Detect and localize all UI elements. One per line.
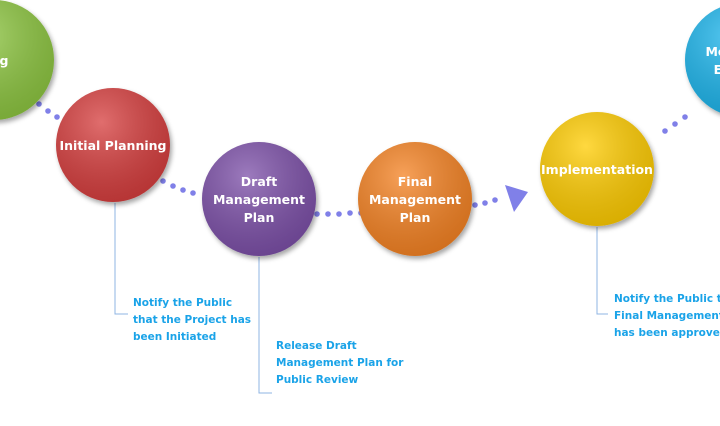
step-label: g xyxy=(0,53,8,68)
step-implementation: Implementation xyxy=(540,112,654,226)
note-line: that the Project has xyxy=(133,314,251,326)
connector-dot xyxy=(170,183,176,189)
step-circle-shine xyxy=(56,88,170,202)
connector-dot xyxy=(672,121,678,127)
connector-dot xyxy=(347,210,353,216)
step-label: Plan xyxy=(400,210,431,225)
note-line: has been approved xyxy=(614,327,720,339)
step-blue: MoEv xyxy=(685,7,720,113)
step-green: g xyxy=(0,0,54,120)
step-circle-shine xyxy=(540,112,654,226)
connector-dot xyxy=(160,178,166,184)
step-label: Implementation xyxy=(541,162,653,177)
step-label: Management xyxy=(213,192,305,207)
step-label: Ev xyxy=(714,62,720,77)
connector-dot xyxy=(36,101,42,107)
step-label: Draft xyxy=(241,174,277,189)
note-line: Public Review xyxy=(276,374,359,386)
connector-dot xyxy=(682,114,688,120)
note-line: Notify the Public xyxy=(133,297,232,309)
arrow-head-icon xyxy=(505,185,528,212)
step-circle-shine xyxy=(358,142,472,256)
step-circle-shine xyxy=(0,0,54,120)
step-label: Initial Planning xyxy=(60,138,167,153)
connector-dot xyxy=(45,108,51,114)
note-line: been Initiated xyxy=(133,331,216,343)
step-label: Management xyxy=(369,192,461,207)
note-line: Notify the Public tha xyxy=(614,293,720,305)
note-line: Final Management P xyxy=(614,310,720,322)
note-line: Release Draft xyxy=(276,340,357,352)
step-circle-shine xyxy=(202,142,316,256)
connector-dot xyxy=(482,200,488,206)
connector-dot xyxy=(314,211,320,217)
step-circle-shine xyxy=(685,7,720,113)
connector-dot xyxy=(492,197,498,203)
connector-dot xyxy=(190,190,196,196)
step-initial-planning: Initial Planning xyxy=(56,88,170,202)
connector-dots xyxy=(17,89,688,217)
callout-note: Notify the Public that the Project has bee… xyxy=(133,297,251,343)
connector-dot xyxy=(180,187,186,193)
step-label: Mo xyxy=(705,44,720,59)
connector-dot xyxy=(54,114,60,120)
callout-note: Notify the Public thaFinal Management P h… xyxy=(614,293,720,339)
step-label: Final xyxy=(398,174,432,189)
connector-dot xyxy=(662,128,668,134)
callout-lines xyxy=(114,203,608,394)
note-line: Management Plan for xyxy=(276,357,404,369)
step-label: Plan xyxy=(244,210,275,225)
connector-dot xyxy=(325,211,331,217)
connector-dot xyxy=(336,211,342,217)
connector-dot xyxy=(472,202,478,208)
